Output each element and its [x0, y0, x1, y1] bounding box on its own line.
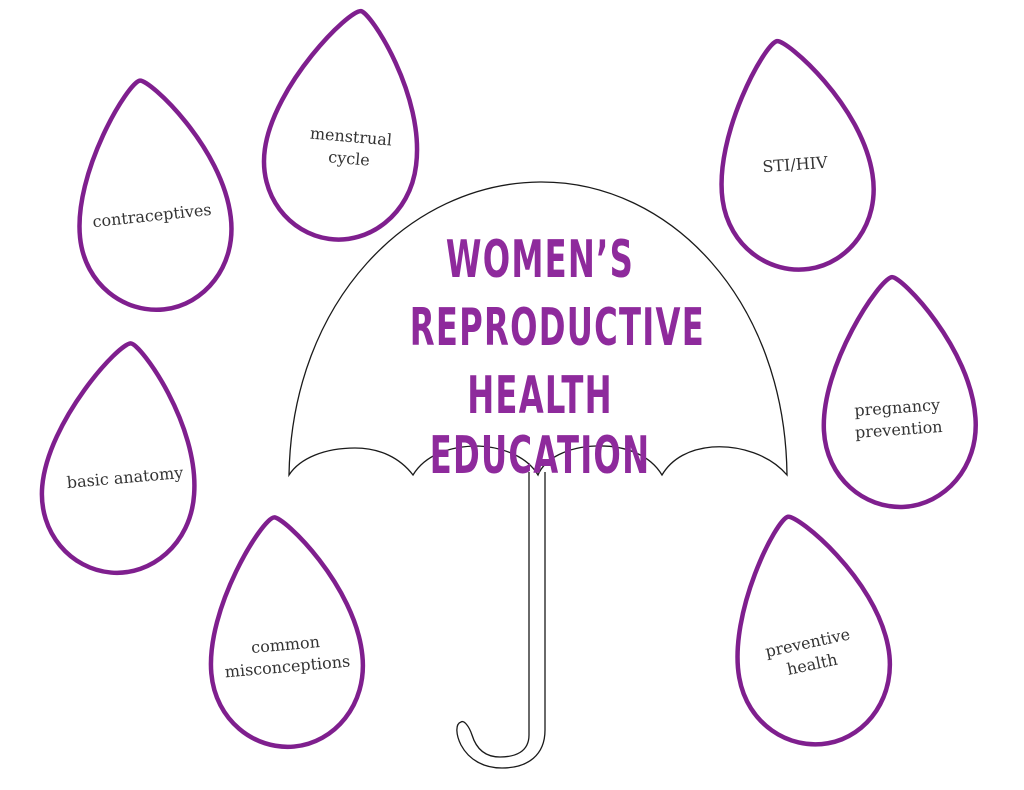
drop-preventive-health — [713, 504, 903, 757]
label-pregnancy-prevention: pregnancy prevention — [837, 393, 960, 445]
umbrella-canopy — [288, 181, 788, 478]
drop-contraceptives — [64, 73, 239, 318]
drop-basic-anatomy — [35, 337, 206, 579]
title-line-1: WOMEN’S — [445, 230, 635, 290]
umbrella-handle — [456, 472, 546, 769]
title-line-2: REPRODUCTIVE — [409, 298, 705, 358]
title-line-3: HEALTH EDUCATION — [429, 366, 651, 486]
umbrella-icon — [288, 181, 788, 769]
